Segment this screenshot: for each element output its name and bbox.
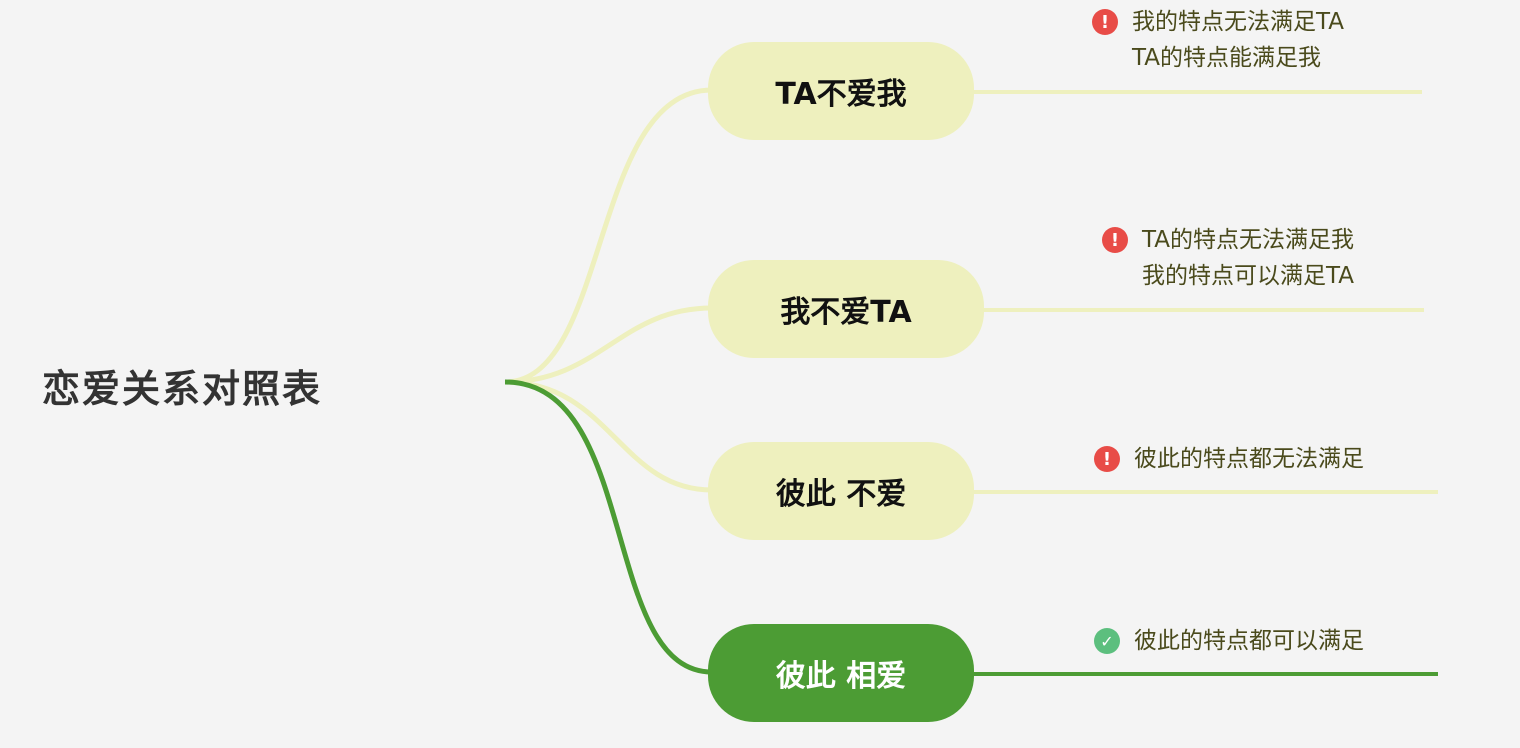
note-line: TA的特点无法满足我 xyxy=(1142,227,1354,253)
connector-root-branch-2 xyxy=(504,305,713,385)
branch-label: 我不爱TA xyxy=(780,295,912,330)
exclamation-icon: ! xyxy=(1102,227,1128,253)
root-title[interactable]: 恋爱关系对照表 xyxy=(42,366,323,411)
note-line: 彼此的特点都无法满足 xyxy=(1134,446,1364,472)
note-line: 彼此的特点都可以满足 xyxy=(1134,628,1364,654)
connector-root-branch-4 xyxy=(504,379,713,675)
note-text: 彼此的特点都可以满足 xyxy=(1134,623,1364,659)
note-line: 我的特点无法满足TA xyxy=(1132,9,1344,35)
branch-i-not-love-ta[interactable]: 我不爱TA xyxy=(708,260,984,358)
connector-root-branch-1 xyxy=(504,87,713,385)
branch-mutual-love[interactable]: 彼此 相爱 xyxy=(708,624,974,722)
note-branch-2[interactable]: ! TA的特点无法满足我 我的特点可以满足TA xyxy=(1102,222,1354,294)
exclamation-icon: ! xyxy=(1094,446,1120,472)
note-line: TA的特点能满足我 xyxy=(1132,45,1321,71)
note-branch-4[interactable]: ✓ 彼此的特点都可以满足 xyxy=(1094,623,1364,659)
note-text: 彼此的特点都无法满足 xyxy=(1134,441,1364,477)
branch-label: 彼此 不爱 xyxy=(775,477,907,512)
note-line: 我的特点可以满足TA xyxy=(1142,263,1354,289)
exclamation-icon: ! xyxy=(1092,9,1118,35)
branch-label: 彼此 相爱 xyxy=(775,659,907,694)
note-text: TA的特点无法满足我 我的特点可以满足TA xyxy=(1142,222,1354,294)
check-icon: ✓ xyxy=(1094,628,1120,654)
note-text: 我的特点无法满足TA TA的特点能满足我 xyxy=(1132,4,1344,76)
connector-root-branch-3 xyxy=(504,379,713,493)
note-branch-1[interactable]: ! 我的特点无法满足TA TA的特点能满足我 xyxy=(1092,4,1344,76)
branch-neither-love[interactable]: 彼此 不爱 xyxy=(708,442,974,540)
branch-label: TA不爱我 xyxy=(775,77,907,112)
note-branch-3[interactable]: ! 彼此的特点都无法满足 xyxy=(1094,441,1364,477)
branch-ta-not-love-me[interactable]: TA不爱我 xyxy=(708,42,974,140)
